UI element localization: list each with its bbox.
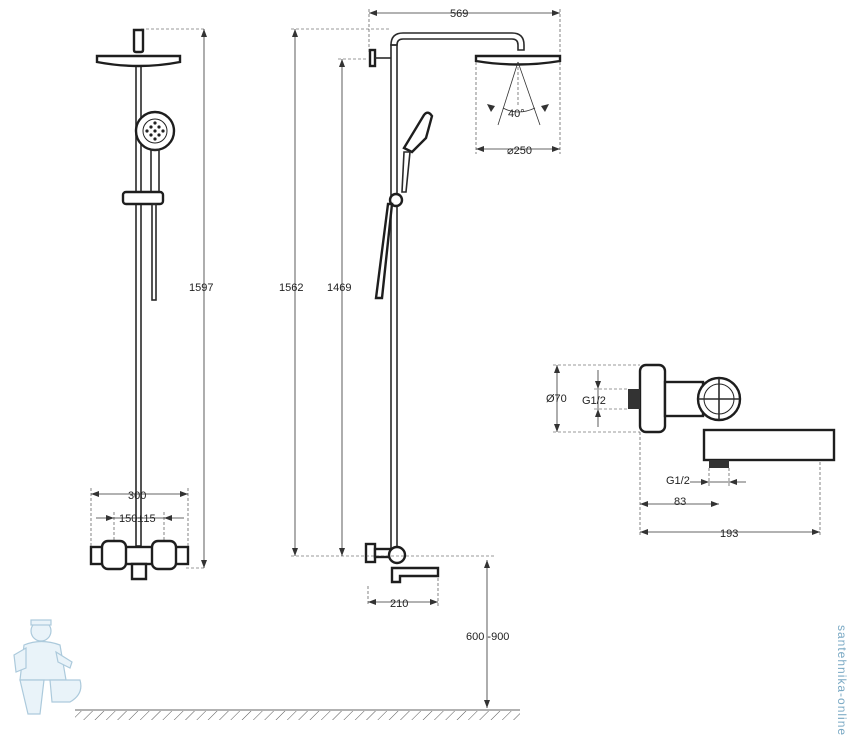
dim-83-label: 83 (674, 496, 686, 508)
side-shower-head (474, 54, 562, 66)
dim-g12-side-label: G1/2 (582, 395, 606, 407)
floor (75, 709, 520, 720)
detail-inlet-thread-side (628, 389, 640, 409)
side-hose (374, 202, 394, 300)
front-spout (130, 562, 148, 581)
side-hand-grip (401, 151, 411, 193)
front-shower-head (132, 28, 145, 54)
detail-dimensions: Ø70 G1/2 G1/2 83 193 (546, 364, 821, 540)
side-spout (390, 566, 440, 584)
front-hand-shower-grip (150, 149, 160, 193)
plumber-mascot (13, 619, 82, 715)
front-handle-right (150, 539, 178, 571)
detail-view (628, 363, 836, 468)
dim-569-label: 569 (450, 8, 468, 20)
side-dimensions: 569 1562 1469 40° ⌀250 21 (279, 8, 561, 708)
front-view (89, 28, 190, 581)
dim-250-label: ⌀250 (507, 145, 532, 157)
front-dimensions: 1597 300 150±15 (90, 28, 213, 569)
side-riser-pipe (390, 44, 398, 551)
detail-inlet-thread-bottom (709, 460, 729, 468)
front-hose (151, 203, 157, 301)
dim-210-label: 210 (390, 598, 408, 610)
side-top-arm (390, 32, 525, 51)
front-hand-shower-nozzles (145, 121, 165, 141)
detail-wall-plate (638, 363, 667, 434)
dim-1469-label: 1469 (327, 282, 351, 294)
front-slider (121, 190, 165, 206)
side-mixer-handle (387, 545, 407, 565)
side-mixer-flange (364, 542, 377, 564)
dim-150-label: 150±15 (119, 513, 156, 525)
dim-600-900-label: 600 -900 (466, 631, 509, 643)
detail-spout (702, 428, 836, 462)
dim-1562-label: 1562 (279, 282, 303, 294)
side-view (364, 32, 562, 584)
dim-angle-label: 40° (508, 108, 525, 120)
front-handle-left (100, 539, 128, 571)
dim-300-label: 300 (128, 490, 146, 502)
watermark-text: santehnika-online (835, 625, 849, 735)
side-hand-shower (402, 111, 434, 154)
front-shower-head-disc (95, 54, 182, 68)
dim-1597-label: 1597 (189, 282, 213, 294)
dim-193-label: 193 (720, 528, 738, 540)
dim-d70-label: Ø70 (546, 393, 567, 405)
dim-g12-bottom-label: G1/2 (666, 475, 690, 487)
watermark: santehnika-online (835, 625, 849, 735)
side-wall-bracket-top (368, 48, 377, 68)
